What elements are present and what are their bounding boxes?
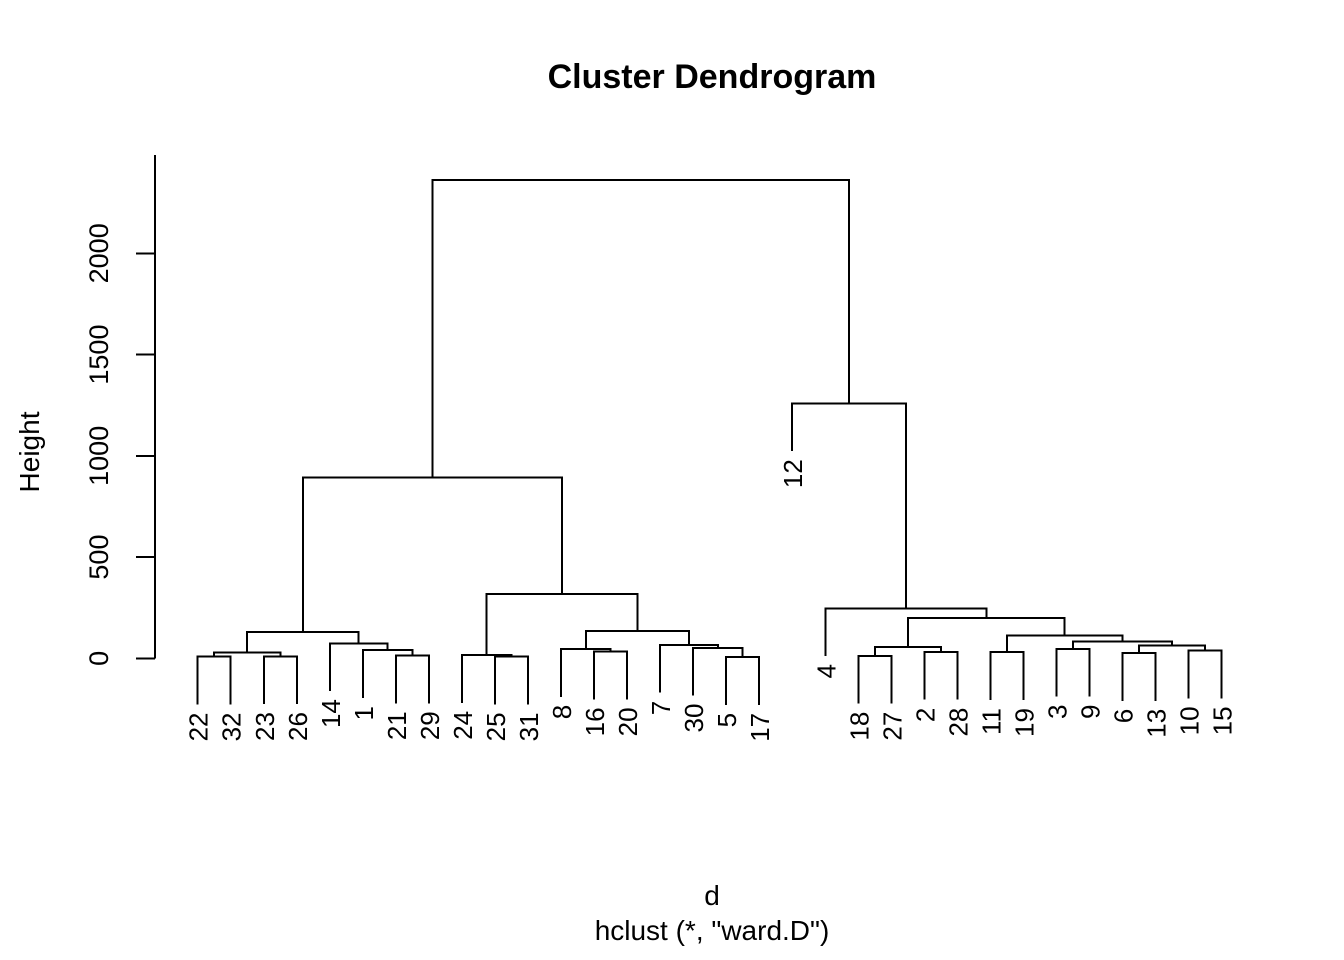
dendrogram-link	[246, 630, 360, 653]
dendrogram-link	[460, 654, 513, 703]
leaf-label: 23	[250, 712, 280, 741]
leaf-label: 27	[877, 712, 907, 741]
dendrogram-link	[692, 646, 744, 696]
leaf-label: 8	[547, 705, 577, 719]
leaf-label: 31	[514, 712, 544, 741]
leaf-label: 13	[1142, 709, 1172, 738]
y-axis-tick-label: 1500	[84, 325, 114, 385]
leaf-label: 16	[580, 707, 610, 736]
dendrogram-link	[213, 651, 282, 657]
leaf-label: 5	[712, 713, 742, 727]
dendrogram-link	[593, 650, 629, 700]
dendrogram-link	[431, 178, 851, 478]
leaf-label: 20	[613, 707, 643, 736]
leaf-label: 28	[943, 708, 973, 737]
leaf-label: 29	[415, 711, 445, 740]
dendrogram-link	[725, 656, 761, 705]
y-axis-tick-label: 2000	[84, 223, 114, 283]
leaf-label: 4	[811, 664, 841, 678]
leaf-label: 7	[646, 701, 676, 715]
leaf-label: 1	[349, 706, 379, 720]
leaf-label: 24	[448, 711, 478, 740]
leaf-label: 25	[481, 712, 511, 741]
leaf-label: 6	[1109, 709, 1139, 723]
dendrogram-link	[906, 616, 1066, 647]
hclust-call-subtitle: hclust (*, "ward.D")	[594, 915, 830, 946]
dendrogram-link	[493, 655, 529, 705]
dendrogram-link	[262, 655, 298, 705]
leaf-label: 11	[976, 708, 1006, 735]
leaf-label: 15	[1208, 706, 1238, 735]
dendrogram-link	[1187, 649, 1223, 699]
x-axis-title: d	[704, 880, 720, 911]
leaf-label: 32	[217, 712, 247, 741]
dendrogram-link	[361, 649, 414, 698]
y-axis-tick-label: 500	[84, 535, 114, 580]
leaf-label: 12	[778, 459, 808, 488]
dendrogram-link	[873, 645, 942, 656]
dendrogram-link	[857, 654, 893, 704]
dendrogram-link	[560, 647, 612, 697]
dendrogram-link	[328, 642, 389, 692]
dendrogram-link	[1071, 640, 1174, 649]
dendrogram-link	[1055, 647, 1091, 697]
leaf-label: 10	[1175, 706, 1205, 735]
dendrogram-link	[301, 476, 564, 632]
leaf-label: 19	[1009, 708, 1039, 737]
y-axis-title: Height	[14, 411, 45, 493]
y-axis-tick-label: 0	[84, 651, 114, 666]
dendrogram-link	[1121, 652, 1157, 701]
dendrogram-link	[584, 629, 691, 649]
leaf-label: 26	[283, 712, 313, 741]
leaf-label: 30	[679, 704, 709, 733]
chart-title: Cluster Dendrogram	[547, 58, 877, 96]
leaf-label: 17	[745, 713, 775, 742]
dendrogram-link	[1138, 644, 1207, 654]
leaf-label: 9	[1076, 705, 1106, 719]
dendrogram-link	[791, 402, 907, 609]
dendrogram-link	[485, 593, 639, 656]
dendrogram-link	[1005, 634, 1124, 653]
dendrogram-link	[923, 650, 959, 700]
dendrogram-link	[196, 655, 232, 705]
leaf-label: 14	[316, 699, 346, 728]
dendrogram-link	[989, 651, 1025, 701]
leaf-label: 2	[910, 708, 940, 722]
dendrogram-link	[394, 654, 430, 704]
dendrogram-link	[659, 643, 719, 693]
dendrogram-link	[824, 607, 988, 657]
y-axis-tick-label: 1000	[84, 426, 114, 486]
leaf-label: 22	[184, 712, 214, 741]
leaf-label: 18	[844, 712, 874, 741]
leaf-label: 3	[1042, 705, 1072, 719]
leaf-label: 21	[382, 711, 412, 740]
